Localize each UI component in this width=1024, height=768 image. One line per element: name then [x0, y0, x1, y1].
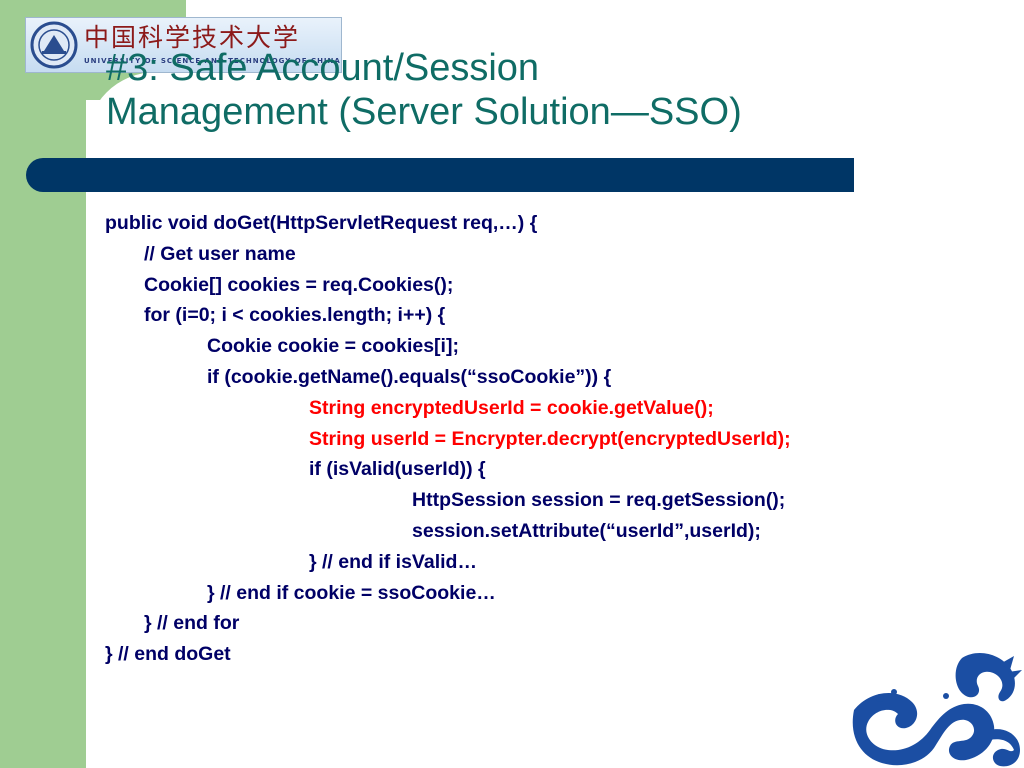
slide-title: #3: Safe Account/Session Management (Ser… — [106, 46, 966, 134]
code-line: Cookie[] cookies = req.Cookies(); — [144, 273, 454, 296]
university-seal-icon — [30, 21, 78, 69]
code-line: } // end if cookie = ssoCookie… — [207, 581, 496, 604]
code-line: // Get user name — [144, 242, 296, 265]
code-line: if (isValid(userId)) { — [309, 458, 486, 481]
code-line: Cookie cookie = cookies[i]; — [207, 335, 459, 358]
code-line: for (i=0; i < cookies.length; i++) { — [144, 304, 446, 327]
title-divider-bar — [26, 158, 854, 192]
code-line: } // end doGet — [105, 643, 231, 666]
code-block: public void doGet(HttpServletRequest req… — [105, 208, 791, 670]
title-line-2: Management (Server Solution—SSO) — [106, 91, 742, 133]
code-line: if (cookie.getName().equals(“ssoCookie”)… — [207, 365, 612, 388]
code-line: } // end if isValid… — [309, 550, 477, 573]
title-line-1: #3: Safe Account/Session — [106, 47, 540, 89]
code-line: session.setAttribute(“userId”,userId); — [412, 519, 761, 542]
logo-english-text: UNIVERSITY OF SCIENCE AND TECHNOLOGY OF … — [84, 57, 341, 65]
left-green-band — [0, 0, 86, 768]
code-line: public void doGet(HttpServletRequest req… — [105, 212, 538, 234]
dragon-emblem-icon — [852, 653, 1022, 767]
code-line: } // end for — [144, 612, 240, 635]
code-line-highlighted: String encryptedUserId = cookie.getValue… — [309, 396, 714, 419]
code-line-highlighted: String userId = Encrypter.decrypt(encryp… — [309, 427, 791, 450]
university-logo: 中国科学技术大学 UNIVERSITY OF SCIENCE AND TECHN… — [25, 17, 342, 73]
code-line: HttpSession session = req.getSession(); — [412, 489, 786, 512]
logo-chinese-text: 中国科学技术大学 — [84, 23, 301, 52]
